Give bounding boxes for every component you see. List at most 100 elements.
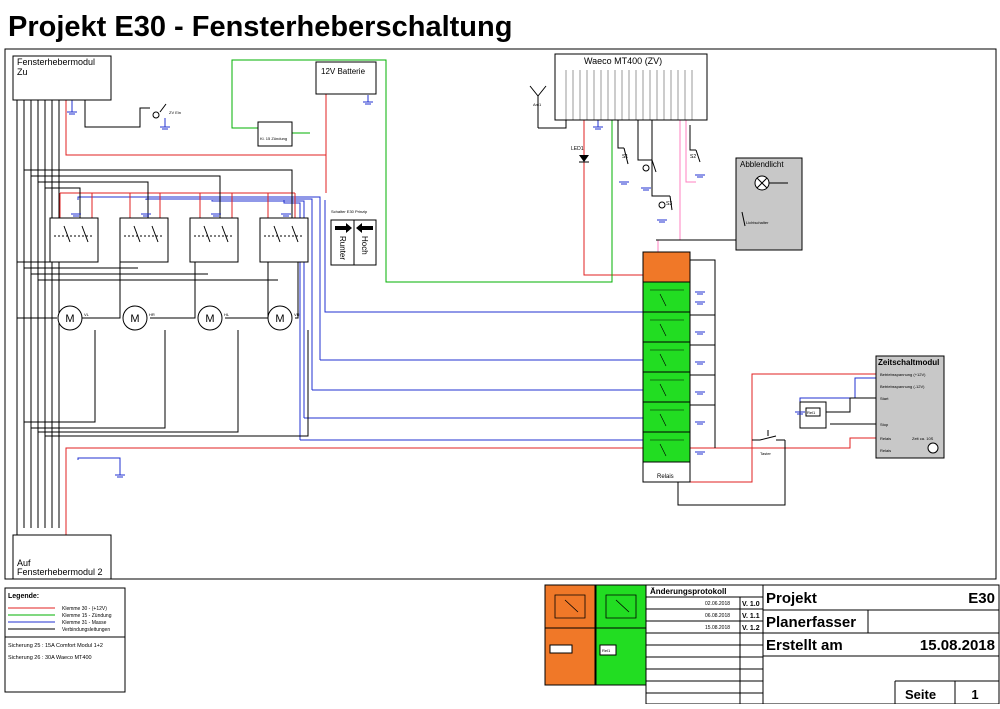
drawing-frame [4,48,997,580]
motor-symbol: M [205,313,214,325]
rel1-label: Rel1 [807,410,816,415]
motor-label: VR [294,312,300,317]
window-switch [259,217,309,263]
relay-green [642,401,691,433]
switch-contact [81,225,89,243]
waeco-module: Waeco MT400 (ZV) [554,53,708,121]
window-switch [119,217,169,263]
window-module-top-sub: Zu [17,67,28,77]
legend-box: Legende: Klemme 30 - (+12V) Klemme 15 - … [4,587,126,693]
relay-label: Relais [657,474,674,480]
timer-pin-2: Betriebsspannung (-12V) [880,384,925,389]
timer-title: Zeitschaltmodul [878,358,939,367]
legend-item-1: Klemme 30 - (+12V) [62,606,107,612]
motor-symbol: M [130,313,139,325]
timer-module: Zeitschaltmodul Betriebsspannung (+12V) … [875,355,945,459]
label-up: Hoch [360,236,369,255]
window-switch [49,217,99,263]
project-value: E30 [968,590,995,607]
switch-contact [291,225,299,243]
legend-item-3: Klemme 31 - Masse [62,620,107,626]
relay-contact [659,443,667,457]
relay-contact [659,383,667,397]
motor-label: VL [84,312,90,317]
thumbnail-orange [544,584,596,686]
page-title: Projekt E30 - Fensterheberschaltung [8,11,512,43]
relay-rack: Relais [642,251,705,483]
project-label: Projekt [766,590,817,607]
relay-orange [642,251,691,283]
change-1-date: 02.06.2018 [705,601,730,607]
fuse-26: Sicherung 26 : 30A Waeco MT400 [8,655,92,661]
switch-contact [151,225,159,243]
timer-pin-5: Relais [880,436,891,441]
switch-s2-label: S2 [690,154,696,160]
change-3-version: V. 1.2 [742,625,760,632]
page-label: Seite [905,687,936,702]
relay-green [642,311,691,343]
motor-label: HL [224,312,230,317]
motor-icon [122,305,148,331]
led-indicator: LED1 [571,146,589,163]
wires-ground [71,95,880,475]
page-value: 1 [971,687,978,702]
timer-pin-6: Relais [880,448,891,453]
relay-green [642,281,691,313]
switch-contact [203,225,211,243]
title-block: Projekt E30 Planerfasser Erstellt am 15.… [762,584,1000,705]
light-switch-label: Lichtschalter [746,220,769,225]
ignition-box: Kl. 15 Zündung [257,121,293,147]
window-module-bottom: Auf Fensterhebermodul 2 [12,534,112,580]
timer-pin-4: Stop [880,422,889,427]
thumbnail-green: Rel1 [595,584,647,686]
change-2-date: 06.08.2018 [705,613,730,619]
battery-box: 12V Batterie [315,61,377,95]
battery-label: 12V Batterie [321,67,366,76]
switches-waeco: S1 S2 S3 [622,147,701,211]
switch-s3-label: S3 [666,201,672,207]
timer-info: Zeit ca. 10S [912,436,934,441]
relay-contact [659,353,667,367]
wires-plus [59,92,880,535]
timer-pin-3: Start [880,396,889,401]
switch-contact [273,225,281,243]
change-2-version: V. 1.1 [742,613,760,620]
change-3-date: 15.08.2018 [705,625,730,631]
window-module-bottom-sub: Fensterhebermodul 2 [17,567,103,577]
created-value: 15.08.2018 [920,637,995,654]
motor-icon [57,305,83,331]
low-beam-box: Abblendlicht Lichtschalter [735,157,803,251]
motor-symbol: M [65,313,74,325]
switch-principle-title: Schalter E30 Prinzip [331,209,368,214]
relay-contact [659,413,667,427]
window-module-top: Fensterhebermodul Zu [12,55,112,101]
central-locking-switch: ZV Ein [152,103,181,119]
legend-title: Legende: [8,593,39,600]
relay-contact [659,293,667,307]
relay-contact [659,323,667,337]
relay-green [642,341,691,373]
motor-icon [267,305,293,331]
antenna-label: Ant1 [533,102,542,107]
push-button-label: Taster [760,451,772,456]
switch-principle-box: Schalter E30 Prinzip Runter Hoch [330,209,377,266]
switch-contact [63,225,71,243]
antenna-icon: Ant1 [529,85,547,128]
fuse-25: Sicherung 25 : 15A Comfort Modul 1+2 [8,643,103,649]
legend-item-2: Klemme 15 - Zündung [62,613,112,619]
thumbnail-rel1-label: Rel1 [602,648,611,653]
created-label: Erstellt am [766,637,843,654]
low-beam-title: Abblendlicht [740,160,784,169]
timer-pin-1: Betriebsspannung (+12V) [880,372,926,377]
legend-item-4: Verbindungsleitungen [62,627,110,633]
window-module-top-name: Fensterhebermodul [17,57,95,67]
central-locking-label: ZV Ein [169,110,181,115]
planner-label: Planerfasser [766,614,856,631]
wires-ignition [231,59,613,283]
led-label: LED1 [571,146,584,152]
relay-rel1: Rel1 [799,401,827,429]
motor-symbol: M [275,313,284,325]
window-module-bottom-name: Auf [17,558,31,568]
